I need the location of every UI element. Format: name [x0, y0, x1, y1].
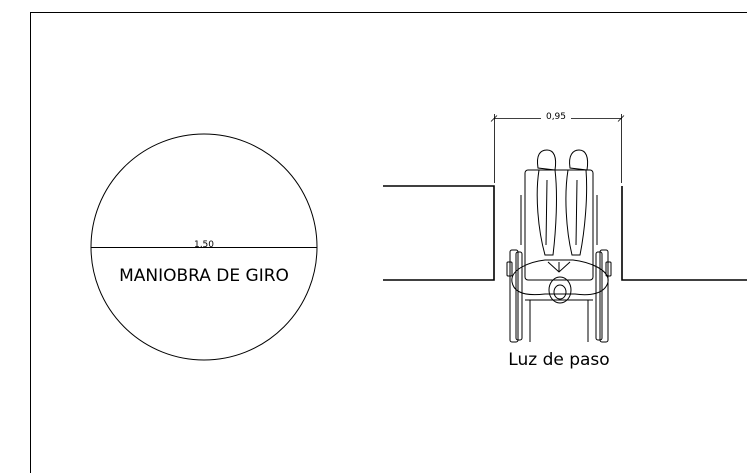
wheelchair-user-icon [506, 149, 612, 343]
wall-left [383, 185, 495, 281]
doorway-walls [383, 185, 747, 281]
doorway-label: Luz de paso [508, 350, 609, 370]
diameter-label: 1,50 [194, 240, 214, 250]
wall-right [621, 186, 747, 281]
doorway-width-dimension: 0,95 [490, 111, 625, 183]
turning-circle-label: MANIOBRA DE GIRO [119, 266, 289, 286]
turning-circle-diagram: 1,50 MANIOBRA DE GIRO [90, 133, 318, 361]
doorway-width-label: 0,95 [546, 112, 566, 122]
sheet-frame [30, 12, 747, 473]
